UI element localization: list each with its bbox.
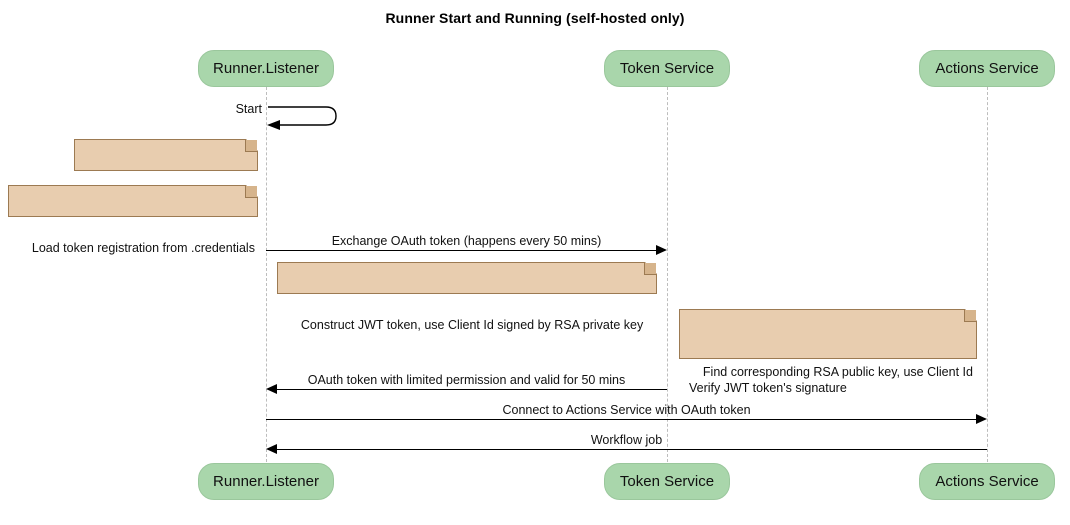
message-label-oauth-token-reply: OAuth token with limited permission and …: [307, 373, 626, 387]
note-construct-jwt: Construct JWT token, use Client Id signe…: [277, 262, 657, 332]
arrowhead-right-exchange-oauth-token: [656, 245, 667, 255]
lifeline-token: [667, 87, 668, 462]
note-fold-icon: [644, 263, 656, 275]
participant-token-service-top[interactable]: Token Service: [604, 50, 730, 87]
participant-token-service-bottom[interactable]: Token Service: [604, 463, 730, 500]
note-fold-icon: [245, 186, 257, 198]
participant-actions-service-bottom[interactable]: Actions Service: [919, 463, 1055, 500]
arrowhead-left-oauth-token-reply: [266, 384, 277, 394]
message-label-exchange-oauth-token: Exchange OAuth token (happens every 50 m…: [331, 234, 602, 248]
lifeline-actions: [987, 87, 988, 462]
message-label-start: Start: [235, 102, 262, 116]
participant-label: Runner.Listener: [213, 473, 319, 490]
message-line-exchange-oauth-token[interactable]: [266, 250, 657, 251]
participant-label: Actions Service: [935, 60, 1039, 77]
message-label-workflow-job: Workflow job: [590, 433, 663, 447]
note-fold-icon: [964, 310, 976, 322]
self-message-start-loop[interactable]: [264, 103, 342, 131]
arrowhead-right-connect-actions-service: [976, 414, 987, 424]
message-line-oauth-token-reply[interactable]: [277, 389, 667, 390]
lifeline-runner: [266, 87, 267, 462]
participant-label: Runner.Listener: [213, 60, 319, 77]
note-fold-icon: [245, 140, 257, 152]
page-title: Runner Start and Running (self-hosted on…: [385, 10, 685, 26]
note-verify-jwt: Find corresponding RSA public key, use C…: [679, 309, 977, 395]
note-text: Find corresponding RSA public key, use C…: [689, 365, 973, 395]
participant-actions-service-top[interactable]: Actions Service: [919, 50, 1055, 87]
participant-label: Token Service: [619, 473, 715, 490]
note-text: Construct JWT token, use Client Id signe…: [300, 318, 644, 332]
note-load-token-registration: Load token registration from .credential…: [8, 185, 258, 255]
arrowhead-left-workflow-job: [266, 444, 277, 454]
note-load-config: Load config info from .runner: [74, 139, 258, 209]
message-line-connect-actions-service[interactable]: [266, 419, 977, 420]
message-line-workflow-job[interactable]: [277, 449, 987, 450]
participant-runner-listener-top[interactable]: Runner.Listener: [198, 50, 334, 87]
message-label-connect-actions-service: Connect to Actions Service with OAuth to…: [502, 403, 751, 417]
participant-runner-listener-bottom[interactable]: Runner.Listener: [198, 463, 334, 500]
participant-label: Actions Service: [935, 473, 1039, 490]
participant-label: Token Service: [619, 60, 715, 77]
note-text: Load token registration from .credential…: [31, 241, 255, 255]
